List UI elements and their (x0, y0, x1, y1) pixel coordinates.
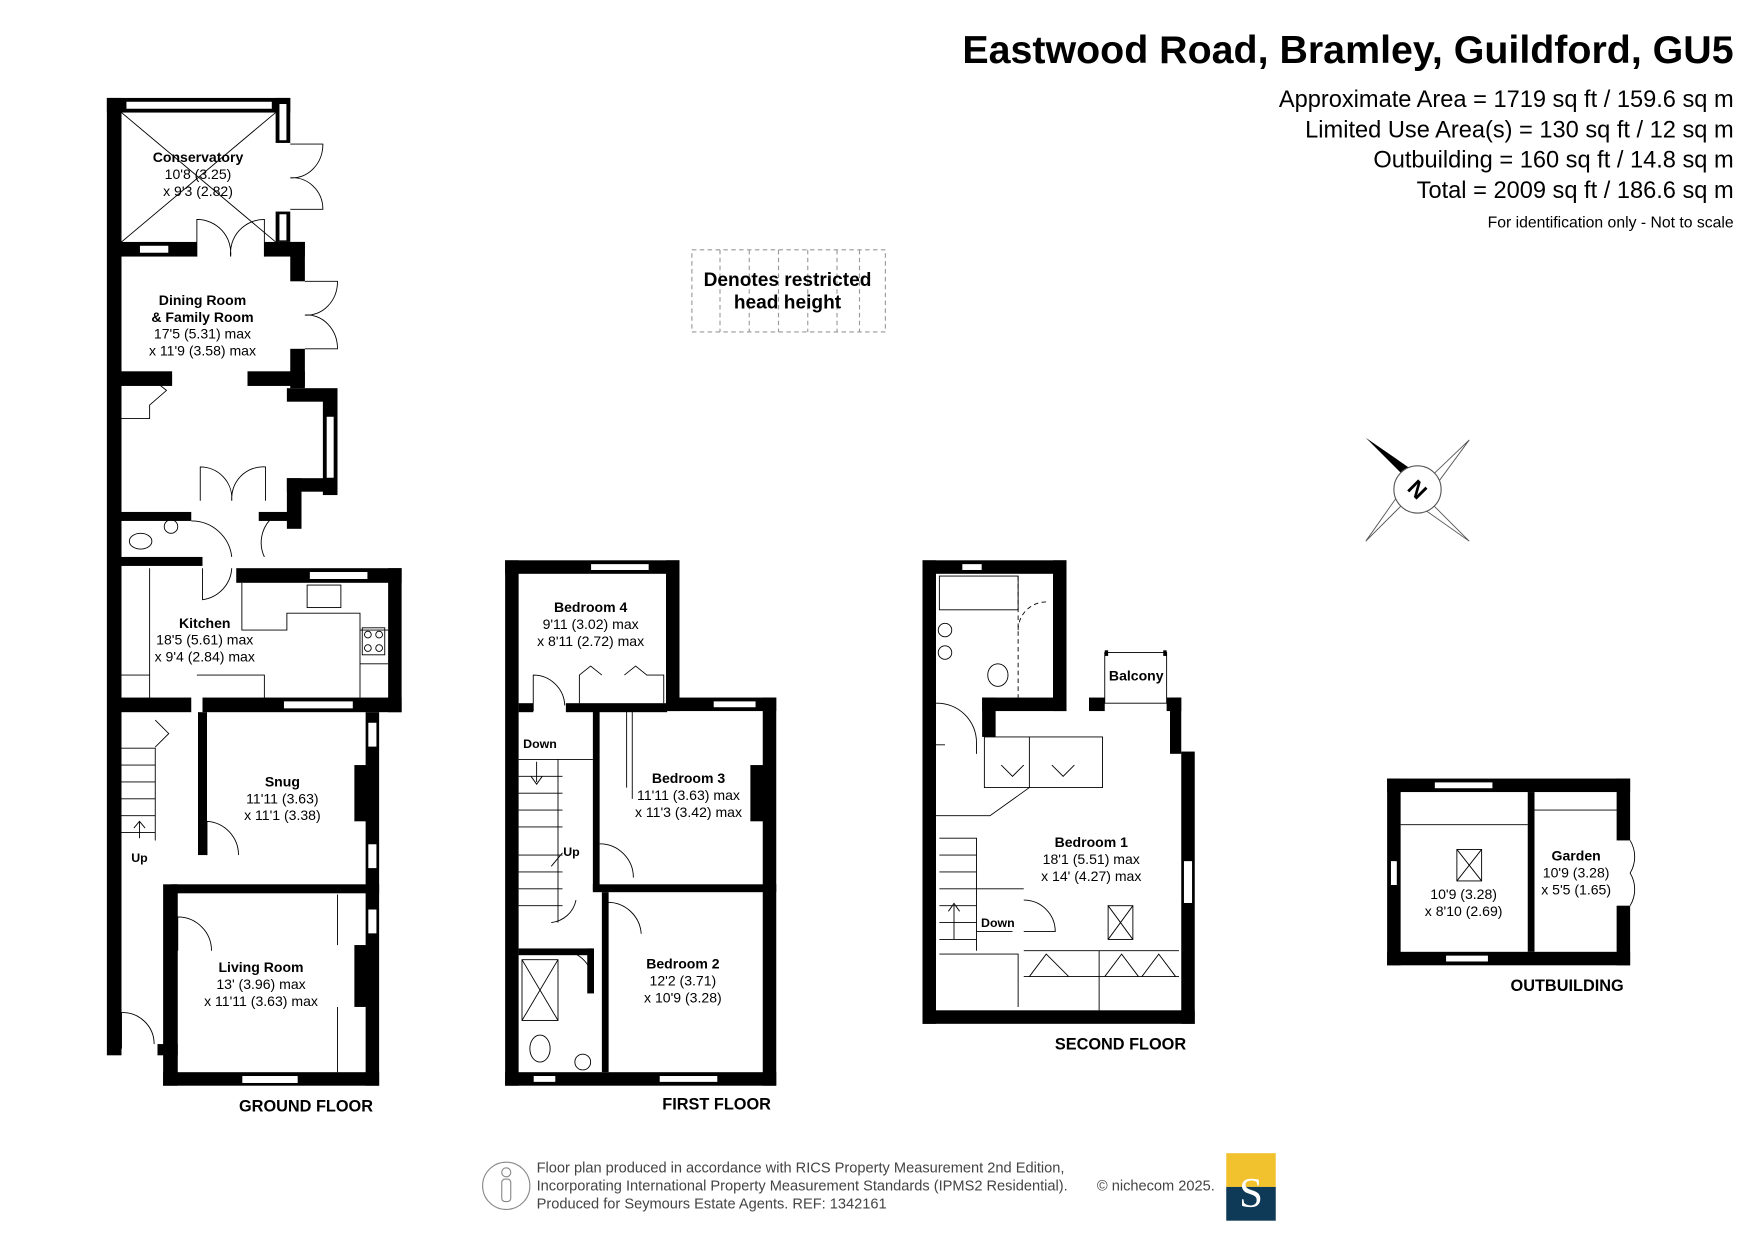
restricted-height-legend: Denotes restricted head height (691, 249, 886, 333)
bedroom2-dim2: x 10'9 (3.28) (644, 989, 722, 1005)
first-floor-plan (505, 560, 777, 1086)
svg-text:head height: head height (734, 292, 842, 313)
garden-label: Garden (1552, 848, 1601, 864)
living-room-label: Living Room (218, 959, 303, 975)
conservatory-label: Conservatory (153, 149, 244, 165)
kitchen-dim2: x 9'4 (2.84) max (155, 649, 255, 665)
bedroom4-dim1: 9'11 (3.02) max (543, 616, 639, 632)
stairs-up-label: Up (131, 851, 148, 865)
svg-text:S: S (1239, 1170, 1263, 1217)
first-floor-label: FIRST FLOOR (662, 1095, 771, 1113)
outbuilding-label: OUTBUILDING (1511, 977, 1624, 995)
garden-dim2: x 5'5 (1.65) (1541, 881, 1611, 897)
living-room-dim2: x 11'11 (3.63) max (204, 993, 318, 1009)
conservatory-dim2: x 9'3 (2.82) (163, 183, 233, 199)
garden-dim1: 10'9 (3.28) (1543, 865, 1610, 881)
conservatory-dim1: 10'8 (3.25) (165, 166, 232, 182)
total-area: Total = 2009 sq ft / 186.6 sq m (1417, 178, 1734, 204)
compass-icon: N (1365, 437, 1470, 542)
kitchen-dim1: 18'5 (5.61) max (156, 632, 253, 648)
bedroom4-label: Bedroom 4 (554, 599, 628, 615)
outbuilding-plan (1387, 778, 1636, 966)
approx-area: Approximate Area = 1719 sq ft / 159.6 sq… (1279, 87, 1734, 113)
footer-line-1: Floor plan produced in accordance with R… (537, 1160, 1065, 1176)
living-room-dim1: 13' (3.96) max (216, 976, 305, 992)
stairs-down-label: Down (981, 916, 1015, 930)
bedroom1-label: Bedroom 1 (1055, 834, 1129, 850)
outbuilding-room-dim1: 10'9 (3.28) (1430, 886, 1497, 902)
bedroom2-dim1: 12'2 (3.71) (650, 973, 717, 989)
bedroom2-label: Bedroom 2 (646, 956, 720, 972)
dining-label-2: & Family Room (151, 309, 253, 325)
bedroom1-dim2: x 14' (4.27) max (1041, 868, 1141, 884)
bedroom3-label: Bedroom 3 (652, 770, 726, 786)
dining-label-1: Dining Room (159, 292, 246, 308)
outbuilding-room-dim2: x 8'10 (2.69) (1425, 903, 1503, 919)
snug-dim1: 11'11 (3.63) (246, 790, 318, 806)
limited-use-area: Limited Use Area(s) = 130 sq ft / 12 sq … (1305, 117, 1733, 143)
bedroom1-dim1: 18'1 (5.51) max (1043, 851, 1140, 867)
second-floor-label: SECOND FLOOR (1055, 1036, 1187, 1054)
bedroom3-dim2: x 11'3 (3.42) max (635, 804, 742, 820)
snug-dim2: x 11'1 (3.38) (244, 807, 321, 823)
stairs-down-label: Down (523, 737, 557, 751)
second-floor-plan (922, 560, 1195, 1024)
seymours-logo: S (1226, 1153, 1276, 1221)
footer-line-3: Produced for Seymours Estate Agents. REF… (537, 1196, 887, 1212)
bedroom3-dim1: 11'11 (3.63) max (637, 787, 740, 803)
ipms-person-icon (482, 1161, 531, 1210)
ground-floor-plan (106, 97, 402, 1086)
svg-text:Denotes restricted: Denotes restricted (704, 270, 872, 291)
snug-label: Snug (265, 773, 300, 789)
ground-floor-label: GROUND FLOOR (239, 1098, 373, 1116)
stairs-up-label: Up (563, 845, 580, 859)
bedroom4-dim2: x 8'11 (2.72) max (537, 633, 644, 649)
balcony-label: Balcony (1109, 668, 1164, 684)
property-title: Eastwood Road, Bramley, Guildford, GU5 (962, 28, 1733, 72)
dining-dim2: x 11'9 (3.58) max (149, 343, 256, 359)
dining-dim1: 17'5 (5.31) max (154, 326, 251, 342)
kitchen-label: Kitchen (179, 615, 231, 631)
outbuilding-area: Outbuilding = 160 sq ft / 14.8 sq m (1373, 148, 1733, 174)
identification-note: For identification only - Not to scale (1488, 214, 1734, 231)
copyright: © nichecom 2025. (1097, 1178, 1215, 1194)
footer-line-2: Incorporating International Property Mea… (537, 1178, 1068, 1194)
